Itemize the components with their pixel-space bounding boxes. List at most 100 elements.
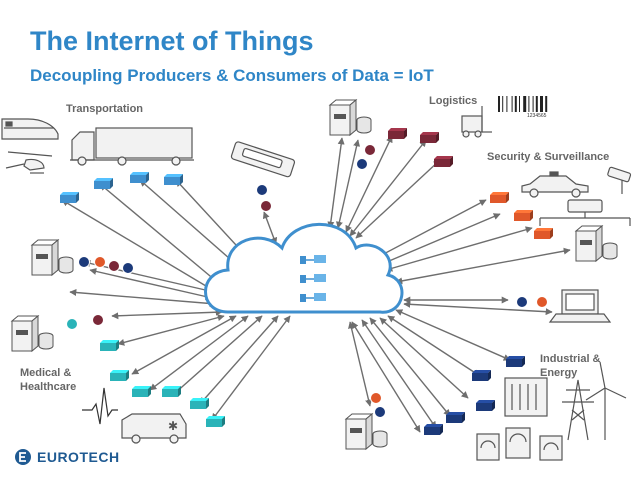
connection-arrow	[403, 300, 553, 316]
plc-controller-icon	[504, 377, 548, 417]
subscriber-dot	[370, 392, 382, 404]
server-icon	[344, 412, 388, 451]
barcode-bar	[506, 96, 508, 112]
eurotech-logo-text: EUROTECH	[37, 449, 120, 465]
subscriber-dot	[66, 318, 78, 330]
message-packet	[206, 416, 225, 427]
label-industrial: Industrial & Energy	[540, 353, 601, 379]
connection-arrow	[395, 247, 571, 285]
connection-arrow	[89, 267, 213, 301]
svg-text:✱: ✱	[168, 419, 178, 433]
message-packet	[424, 424, 443, 435]
message-packet	[490, 192, 509, 203]
barcode-icon: 1234565	[498, 96, 548, 119]
label-medical: Medical & Healthcare	[20, 367, 77, 393]
subscriber-dot	[364, 144, 376, 156]
servers	[10, 98, 618, 451]
subscriber-dot	[356, 158, 368, 170]
server-icon	[10, 314, 54, 353]
connection-arrow	[111, 308, 223, 320]
message-packet	[446, 412, 465, 423]
eurotech-logo-icon	[15, 449, 31, 465]
connection-arrow	[327, 137, 345, 229]
connection-arrow	[381, 213, 501, 265]
message-packet	[162, 386, 181, 397]
helicopter-icon	[5, 151, 53, 174]
truck-icon	[70, 127, 194, 166]
energy-meter-icon	[476, 427, 563, 461]
subscriber-dot	[260, 200, 272, 212]
message-packet	[190, 398, 209, 409]
ecg-heartbeat-icon	[82, 387, 118, 425]
connection-arrow	[69, 289, 217, 307]
message-packet	[514, 210, 533, 221]
message-packet	[420, 132, 439, 143]
connection-arrows	[61, 135, 571, 433]
connection-arrow	[385, 226, 533, 272]
connection-arrow	[369, 317, 451, 417]
page-title: The Internet of Things	[30, 26, 314, 56]
connection-arrow	[61, 199, 217, 293]
cloud-icon	[204, 222, 404, 314]
surveillance-camera-icon	[607, 166, 632, 194]
barcode-bar	[498, 96, 500, 112]
page-subtitle: Decoupling Producers & Consumers of Data…	[30, 66, 434, 85]
subscriber-dot	[78, 256, 90, 268]
connection-arrow	[375, 199, 487, 259]
message-packets	[60, 128, 553, 435]
message-packet	[164, 174, 183, 185]
message-packet	[110, 370, 129, 381]
message-packet	[130, 172, 149, 183]
barcode-bar	[511, 96, 513, 112]
laptop-icon	[548, 289, 612, 323]
ambulance-icon: ✱	[121, 413, 187, 444]
message-packet	[506, 356, 525, 367]
cloud-broker	[204, 222, 404, 314]
connection-arrow	[149, 315, 249, 391]
barcode-bar	[532, 96, 534, 112]
message-packet	[472, 370, 491, 381]
power-pylon-icon	[562, 379, 594, 441]
subscriber-dot	[374, 406, 386, 418]
subscriber-dot	[94, 256, 106, 268]
network-switch-icon	[539, 199, 631, 226]
wind-turbine-icon	[585, 361, 627, 440]
message-packet	[100, 340, 119, 351]
barcode-number: 1234565	[527, 113, 547, 119]
connection-arrow	[131, 315, 237, 375]
barcode-bar	[528, 96, 530, 112]
connection-arrow	[139, 179, 239, 267]
message-packet	[434, 156, 453, 167]
forklift-icon	[461, 106, 492, 138]
message-packet	[94, 178, 113, 189]
server-icon	[328, 98, 372, 137]
label-logistics: Logistics	[429, 95, 478, 107]
barcode-bar	[502, 96, 504, 112]
label-security: Security & Surveillance	[487, 151, 610, 163]
connection-arrow	[117, 314, 225, 346]
connection-arrow	[348, 321, 372, 407]
train-icon	[1, 118, 59, 140]
eurotech-logo: EUROTECH	[14, 448, 120, 466]
subscriber-dot	[516, 296, 528, 308]
gateway-device-icon	[230, 141, 296, 178]
connection-arrow	[349, 139, 427, 237]
subscriber-dot	[536, 296, 548, 308]
message-queue-icon	[300, 255, 326, 302]
subscriber-dot	[256, 184, 268, 196]
barcode-bar	[535, 96, 538, 112]
subscriber-dot	[108, 260, 120, 272]
subscriber-dot	[92, 314, 104, 326]
subscriber-dot	[122, 262, 134, 274]
barcode-bar	[514, 96, 517, 112]
barcode-bar	[545, 96, 548, 112]
message-packet	[60, 192, 79, 203]
server-icon	[574, 224, 618, 263]
subscriber-dots	[66, 144, 548, 418]
connection-arrow	[211, 315, 291, 421]
connection-arrow	[262, 211, 278, 245]
connection-arrow	[173, 315, 263, 395]
connection-arrow	[355, 159, 441, 239]
message-packet	[132, 386, 151, 397]
